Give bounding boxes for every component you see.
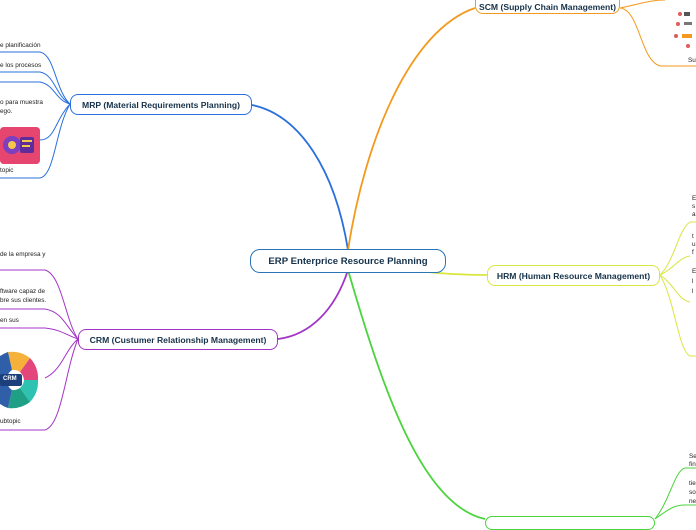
crm-image: CRM	[0, 350, 42, 412]
mrp-image	[0, 127, 40, 164]
fin-subtopic-5[interactable]: ne	[689, 498, 696, 505]
fin-topic[interactable]	[485, 516, 655, 530]
hrm-subtopic-9[interactable]: l	[692, 288, 694, 295]
edge-central-fin	[347, 269, 486, 520]
mrp-subtopic-3[interactable]: o para muestra	[0, 99, 43, 106]
edge-central-scm	[347, 7, 476, 251]
hrm-subtopic-7[interactable]: E	[692, 268, 696, 275]
fin-subtopic-4[interactable]: so	[689, 489, 696, 496]
hrm-subtopic-3[interactable]: a	[692, 211, 696, 218]
hrm-subtopic-6[interactable]: f	[692, 249, 694, 256]
fin-subtopic-2[interactable]: fin	[689, 461, 696, 468]
crm-subtopic-5[interactable]: ubtopic	[0, 418, 21, 425]
fin-subtopic-1[interactable]: Se	[689, 453, 696, 460]
crm-image-label: CRM	[3, 376, 17, 382]
crm-topic[interactable]: CRM (Custumer Relationship Management)	[78, 329, 278, 350]
hrm-subtopic-4[interactable]: t	[692, 233, 694, 240]
crm-subtopic-1[interactable]: de la empresa y	[0, 251, 46, 258]
crm-subtopic-2[interactable]: ftware capaz de	[0, 288, 46, 295]
mrp-subtopic-2[interactable]: e los procesos	[0, 62, 42, 69]
edge-central-crm	[277, 269, 349, 340]
hrm-subtopic-1[interactable]: E	[692, 195, 696, 202]
mrp-subtopic-1[interactable]: e planificación	[0, 42, 41, 49]
hrm-subtopic-2[interactable]: s	[692, 203, 696, 210]
hrm-topic[interactable]: HRM (Human Resource Management)	[487, 265, 660, 286]
edge-central-mrp	[251, 104, 349, 251]
scm-topic[interactable]: SCM (Supply Chain Management)	[475, 0, 620, 14]
crm-subtopic-4[interactable]: en sus	[0, 317, 19, 324]
mrp-subtopic-5[interactable]: topic	[0, 167, 14, 174]
hrm-subtopic-8[interactable]: l	[692, 278, 694, 285]
scm-subtopic-1[interactable]: Su	[688, 57, 696, 64]
mrp-subtopic-4[interactable]: ego.	[0, 108, 13, 115]
crm-subtopic-3[interactable]: bre sus clientes.	[0, 297, 47, 304]
central-topic[interactable]: ERP Enterprice Resource Planning	[250, 249, 446, 273]
scm-image	[670, 8, 696, 53]
fin-subtopic-3[interactable]: tie	[689, 480, 696, 487]
mrp-topic[interactable]: MRP (Material Requirements Planning)	[70, 94, 252, 115]
hrm-subtopic-5[interactable]: u	[692, 241, 696, 248]
